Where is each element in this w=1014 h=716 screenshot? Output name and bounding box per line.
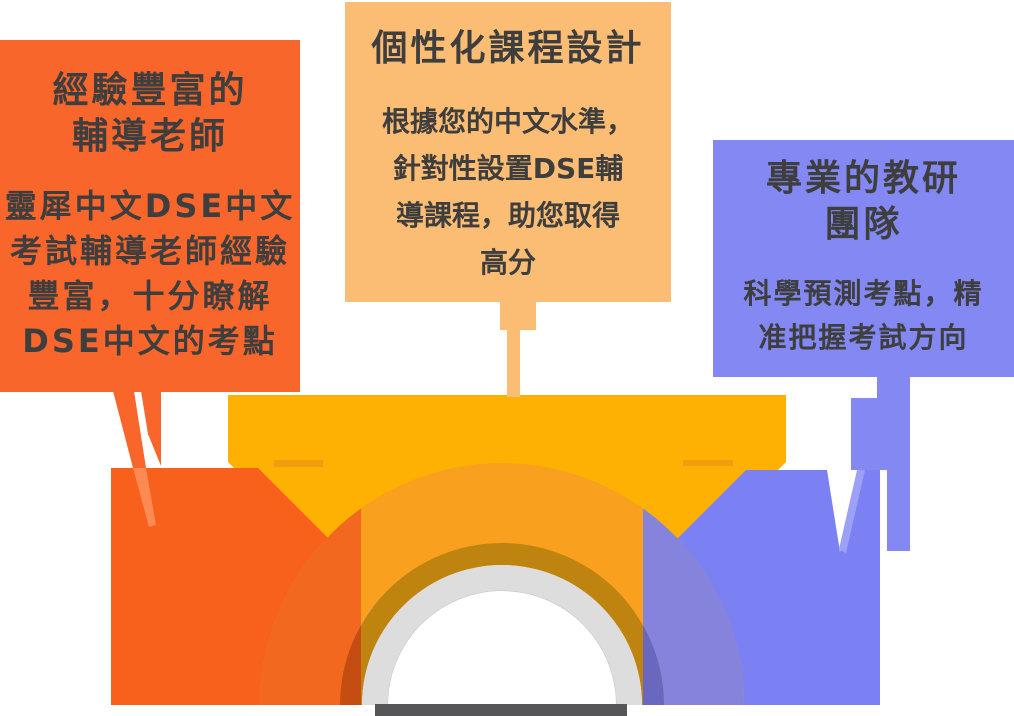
team-tail-bar: [887, 377, 910, 551]
course-tail: [507, 329, 520, 397]
ring-orange-left-tint: [260, 508, 361, 705]
disk-white: [388, 591, 616, 705]
team-tail-needle: [839, 470, 865, 553]
experience-body-line: 靈犀中文DSE中文: [4, 187, 296, 225]
course-body-line: 導課程，助您取得: [395, 199, 620, 232]
experience-body: 靈犀中文DSE中文 考試輔導老師經驗 豐富，十分瞭解 DSE中文的考點: [0, 184, 300, 364]
team-title-line: 專業的教研: [765, 158, 961, 199]
team-title-line: 團隊: [824, 204, 903, 245]
team-tail-2: [851, 398, 887, 470]
course-callout: 個性化課程設計 根據您的中文水準， 針對性設置DSE輔 導課程，助您取得 高分: [345, 2, 671, 302]
ring-orange-right-tint: [643, 508, 744, 705]
course-body-line: 根據您的中文水準，: [381, 105, 634, 138]
experience-title-line: 經驗豐富的: [52, 70, 248, 111]
ribbon-fold-left: [274, 460, 323, 467]
team-body: 科學預測考點，精 准把握考試方向: [713, 272, 1014, 360]
ribbon-fold-right: [683, 460, 733, 466]
experience-title: 經驗豐富的 輔導老師: [0, 40, 300, 160]
experience-body-line: 考試輔導老師經驗: [9, 232, 290, 270]
course-title: 個性化課程設計: [371, 28, 645, 69]
ring-ochre-left-tint: [340, 625, 361, 705]
team-title: 專業的教研 團隊: [713, 140, 1014, 248]
ring-ochre: [340, 543, 664, 705]
experience-body-line: 豐富，十分瞭解: [27, 277, 273, 315]
team-callout: 專業的教研 團隊 科學預測考點，精 准把握考試方向: [713, 140, 1014, 377]
course-tail-stub: [500, 299, 536, 330]
course-body-line: 高分: [479, 246, 536, 279]
team-body-line: 准把握考試方向: [758, 321, 969, 354]
experience-tail: [113, 391, 146, 468]
experience-tail-needle: [133, 468, 156, 527]
course-body: 根據您的中文水準， 針對性設置DSE輔 導課程，助您取得 高分: [345, 98, 671, 286]
base-bar: [375, 704, 627, 716]
experience-callout: 經驗豐富的 輔導老師 靈犀中文DSE中文 考試輔導老師經驗 豐富，十分瞭解 DS…: [0, 40, 300, 392]
course-body-line: 針對性設置DSE輔: [392, 152, 624, 185]
experience-body-line: DSE中文的考點: [22, 322, 278, 360]
team-body-line: 科學預測考點，精: [743, 277, 984, 310]
experience-title-line: 輔導老師: [71, 116, 228, 157]
ring-gray: [362, 565, 642, 705]
ring-orange: [260, 463, 744, 705]
experience-tail-2: [141, 391, 161, 466]
ring-ochre-right-tint: [643, 625, 664, 705]
